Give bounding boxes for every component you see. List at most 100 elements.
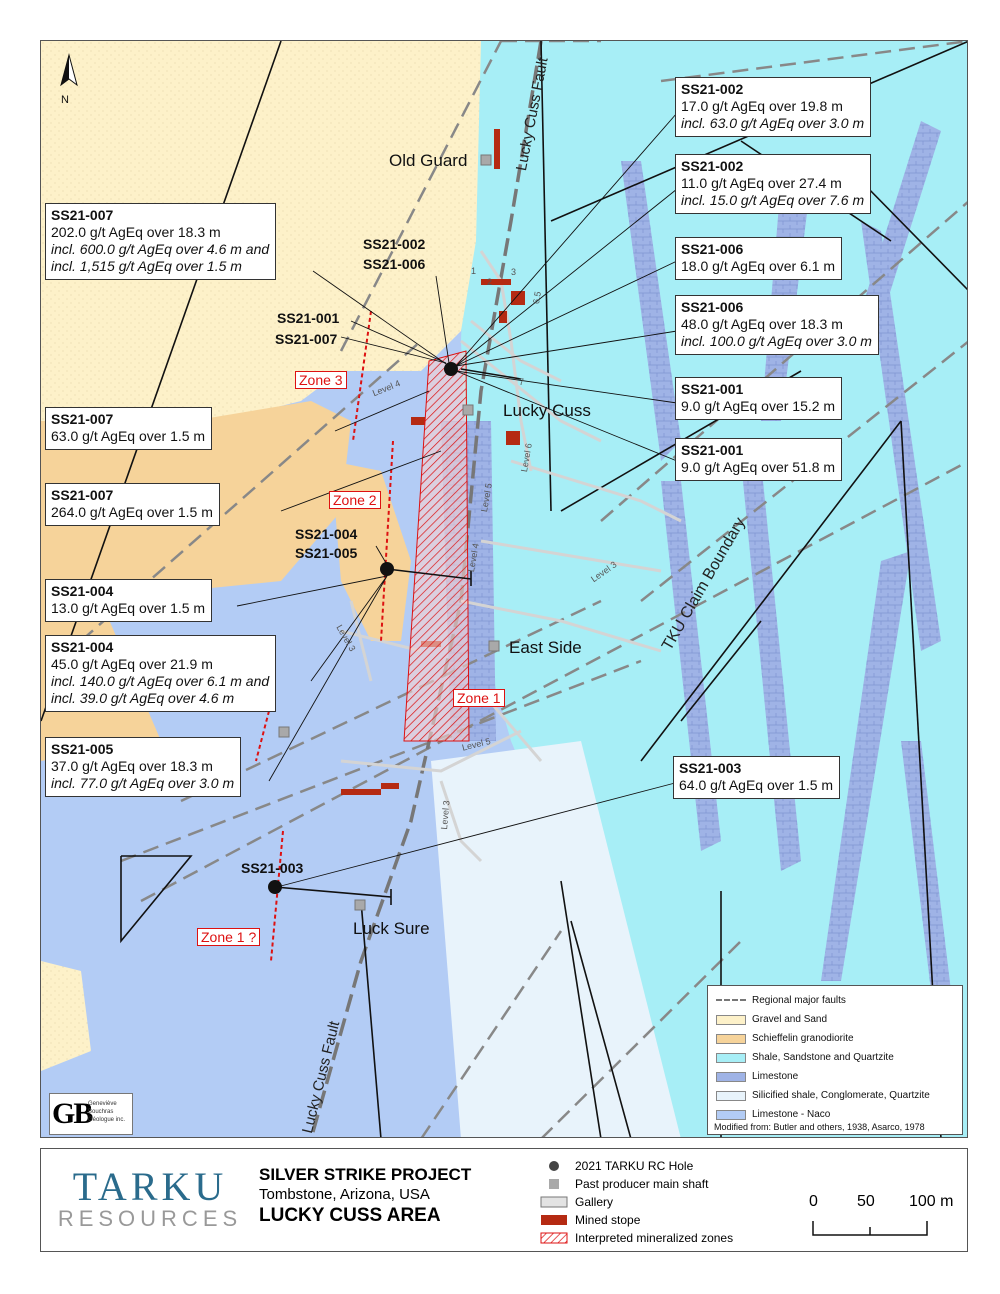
level-number: 2 <box>487 277 493 287</box>
callout-line: 13.0 g/t AgEq over 1.5 m <box>51 600 206 616</box>
callout-line: 9.0 g/t AgEq over 15.2 m <box>681 398 836 414</box>
leader-lines <box>236 112 678 888</box>
level-number: 1 <box>471 266 477 276</box>
galleries <box>340 250 682 863</box>
callout-line: SS21-001 <box>681 442 744 458</box>
legend-item: Regional major faults <box>716 994 846 1007</box>
legend-swatch <box>716 1033 746 1044</box>
callout-line: SS21-001 <box>681 381 744 397</box>
legend-label: Schieffelin granodiorite <box>752 1033 854 1044</box>
legend-label: Limestone - Naco <box>752 1109 831 1120</box>
callout-line: 202.0 g/t AgEq over 18.3 m <box>51 224 221 240</box>
callout-line: incl. 39.0 g/t AgEq over 4.6 m <box>51 690 235 706</box>
gb-logo-letters: GB <box>52 1097 93 1130</box>
callout-line: SS21-004 <box>51 583 114 599</box>
gravel-area-south <box>41 961 91 1071</box>
legend-swatch <box>716 1109 746 1120</box>
callout-line: 18.0 g/t AgEq over 6.1 m <box>681 258 836 274</box>
level-number: 7 <box>519 377 525 387</box>
callout-line: incl. 600.0 g/t AgEq over 4.6 m and <box>51 241 270 257</box>
rc-hole-icon <box>539 1160 569 1172</box>
legend-label: Limestone <box>752 1071 799 1082</box>
zone-1q-label: Zone 1 ? <box>197 928 261 946</box>
symbol-legend: 2021 TARKU RC Hole Past producer main sh… <box>539 1157 733 1247</box>
gb-logo-text: Geneviève Bouchras Géologue inc. <box>88 1100 125 1124</box>
place-lucky-cuss: Lucky Cuss <box>503 401 591 420</box>
hole-label-ss21-006: SS21-006 <box>363 256 426 272</box>
legend-item: Shale, Sandstone and Quartzite <box>716 1051 894 1064</box>
level-number: 3 <box>511 267 517 277</box>
legend-label: 2021 TARKU RC Hole <box>575 1159 694 1173</box>
legend-label: Past producer main shaft <box>575 1177 709 1191</box>
callout-line: 9.0 g/t AgEq over 51.8 m <box>681 459 836 475</box>
legend-label: Gallery <box>575 1195 614 1209</box>
place-luck-sure: Luck Sure <box>353 919 430 938</box>
callout-line: SS21-003 <box>679 760 742 776</box>
hole-label-ss21-003: SS21-003 <box>241 860 304 876</box>
scale-tick-0: 0 <box>809 1193 818 1210</box>
hole-label-ss21-004: SS21-004 <box>295 526 358 542</box>
limestone-band-1 <box>621 161 681 461</box>
zone-2-label: Zone 2 <box>329 491 381 509</box>
legend-item: Silicified shale, Conglomerate, Quartzit… <box>716 1089 930 1102</box>
shafts <box>278 154 500 911</box>
callout-line: incl. 15.0 g/t AgEq over 7.6 m <box>681 192 865 208</box>
legend-swatch <box>716 1071 746 1082</box>
zone-3-label: Zone 3 <box>295 371 347 389</box>
legend-item: Gravel and Sand <box>716 1013 827 1026</box>
callout-line: SS21-005 <box>51 741 114 757</box>
brand-top: TARKU <box>72 1164 228 1209</box>
callout-line: incl. 77.0 g/t AgEq over 3.0 m <box>51 775 235 791</box>
project-name: SILVER STRIKE PROJECT <box>259 1165 472 1184</box>
legend-source-note: Modified from: Butler and others, 1938, … <box>714 1122 925 1132</box>
scale-tick-100: 100 m <box>909 1193 954 1210</box>
legend-label: Regional major faults <box>752 995 846 1006</box>
hole-label-ss21-005: SS21-005 <box>295 545 358 561</box>
gb-logo-line: Geneviève <box>88 1101 117 1107</box>
callout-line: SS21-004 <box>51 639 114 655</box>
scale-bar-line <box>812 1221 928 1236</box>
zone-1-label: Zone 1 <box>453 689 505 707</box>
legend-label: Gravel and Sand <box>752 1014 828 1025</box>
mined-stope-icon <box>539 1214 569 1226</box>
callout-line: incl. 63.0 g/t AgEq over 3.0 m <box>681 115 865 131</box>
callout-line: SS21-006 <box>681 241 744 257</box>
legend-swatch <box>716 1090 746 1101</box>
legend-swatch <box>716 1052 746 1063</box>
zone-dashed-lines <box>255 310 394 962</box>
callout-line: SS21-007 <box>51 487 114 503</box>
title-block: TARKU RESOURCES SILVER STRIKE PROJECT To… <box>40 1148 968 1252</box>
callout-line: incl. 100.0 g/t AgEq over 3.0 m <box>681 333 872 349</box>
callout-line: SS21-007 <box>51 411 114 427</box>
hole-label-ss21-001: SS21-001 <box>277 310 340 326</box>
callout-line: SS21-007 <box>51 207 114 223</box>
shaft-icon <box>539 1178 569 1190</box>
callout-line: 11.0 g/t AgEq over 27.4 m <box>681 175 842 191</box>
legend-gallery: Gallery <box>539 1193 733 1211</box>
level-number: 6.5 <box>531 290 544 305</box>
legend-label: Shale, Sandstone and Quartzite <box>752 1052 894 1063</box>
place-east-side: East Side <box>509 638 582 657</box>
north-arrow-icon <box>60 53 78 87</box>
hole-label-ss21-002: SS21-002 <box>363 236 426 252</box>
callout-line: 63.0 g/t AgEq over 1.5 m <box>51 428 206 444</box>
callout-line: 48.0 g/t AgEq over 18.3 m <box>681 316 843 332</box>
brand-bottom: RESOURCES <box>57 1206 243 1231</box>
callout-line: SS21-002 <box>681 158 744 174</box>
north-label: N <box>61 94 69 106</box>
legend-mineralized-zones: Interpreted mineralized zones <box>539 1229 733 1247</box>
callout-line: SS21-002 <box>681 81 744 97</box>
zone-hatch-main <box>403 350 470 742</box>
project-location: Tombstone, Arizona, USA <box>259 1186 430 1203</box>
